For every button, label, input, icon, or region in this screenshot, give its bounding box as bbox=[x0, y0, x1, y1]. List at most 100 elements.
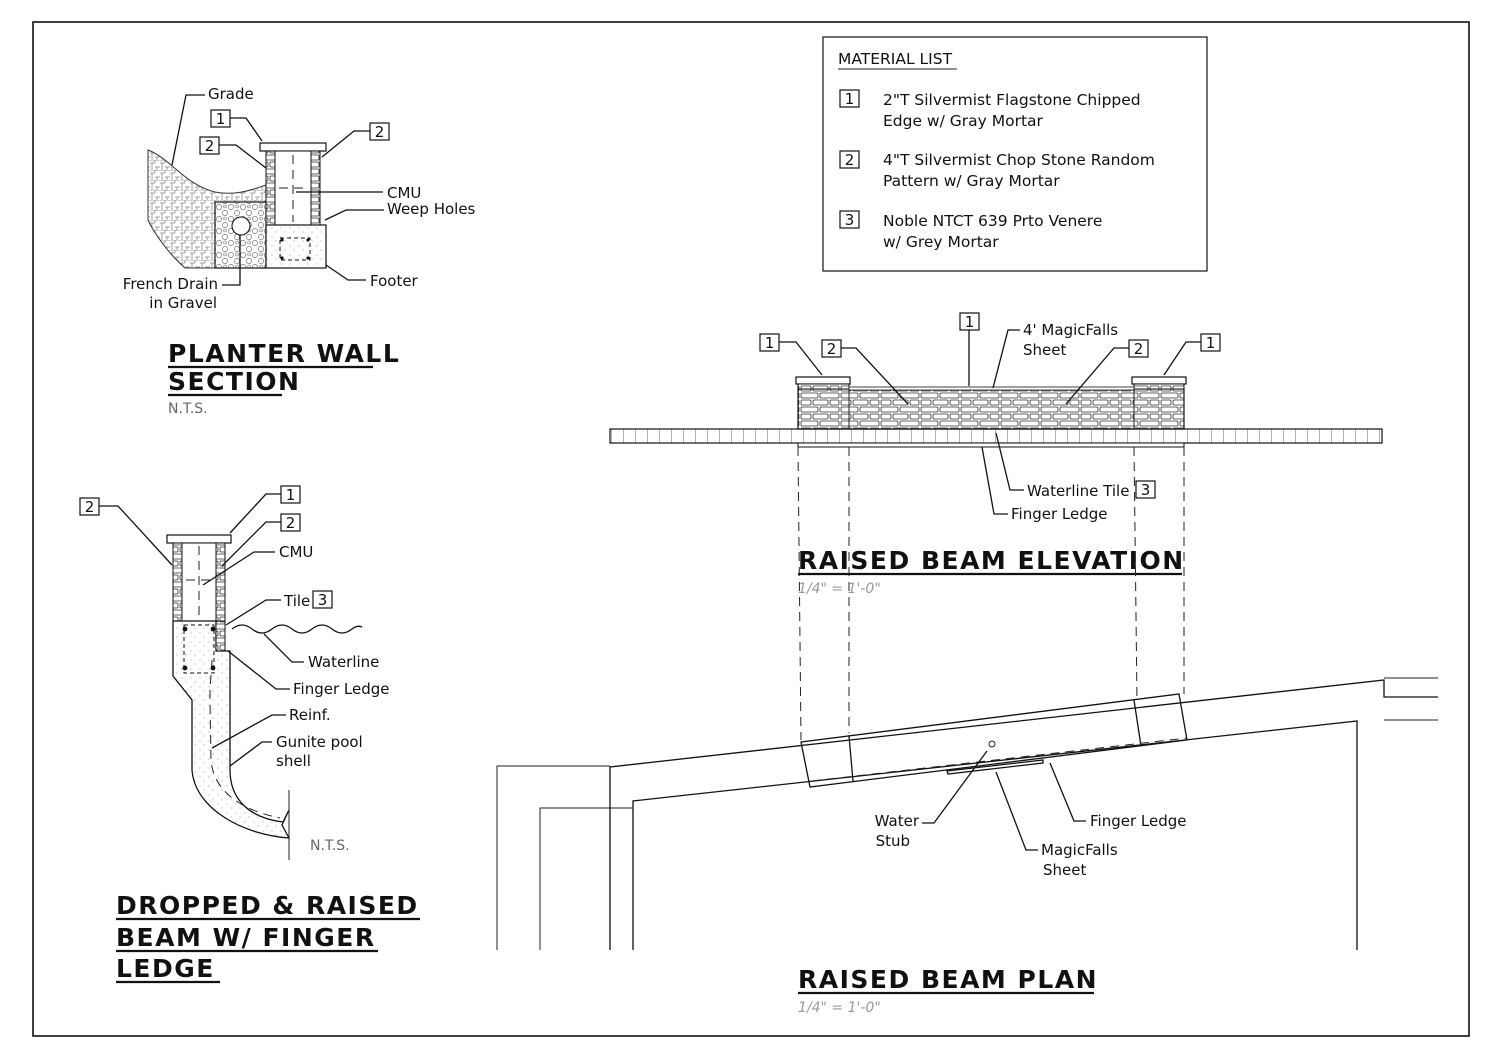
weep-holes-label: Weep Holes bbox=[387, 200, 476, 218]
magicfalls-label-1: 4' MagicFalls bbox=[1023, 321, 1118, 339]
plan-magicfalls-label-1: MagicFalls bbox=[1041, 841, 1118, 859]
finger-ledge-leader bbox=[981, 446, 1008, 515]
rebar-dot bbox=[210, 626, 216, 632]
magicfalls-leader bbox=[992, 329, 1020, 389]
finger-ledge-strip bbox=[797, 442, 1185, 448]
water-stub-dot bbox=[988, 740, 996, 748]
stone-left-leader bbox=[219, 144, 267, 169]
deck-line bbox=[539, 807, 633, 950]
rebar-dot bbox=[182, 626, 188, 632]
material-key: 2 bbox=[845, 151, 855, 169]
elevation-scale: 1/4" = 1'-0" bbox=[798, 581, 881, 597]
waterline-tile-label: Waterline Tile bbox=[1027, 482, 1129, 500]
plan-finger-ledge-label: Finger Ledge bbox=[1090, 812, 1187, 830]
footer-label: Footer bbox=[370, 272, 419, 290]
finger-ledge-label: Finger Ledge bbox=[1011, 505, 1108, 523]
material-item-1: 1 2"T Silvermist Flagstone Chipped Edge … bbox=[839, 89, 1141, 130]
planter-wall-title-1: PLANTER WALL bbox=[168, 339, 400, 368]
waterline-label: Waterline bbox=[308, 653, 379, 671]
planter-wall-title-2: SECTION bbox=[168, 367, 300, 396]
rebar-dot bbox=[182, 665, 188, 671]
key-number: 2 bbox=[286, 514, 296, 532]
projection-line bbox=[1133, 446, 1138, 701]
rebar-dot bbox=[280, 238, 284, 242]
gunite-label-2: shell bbox=[276, 752, 311, 770]
waterline-leader bbox=[263, 633, 304, 663]
footer-rebar-cage bbox=[279, 237, 311, 261]
water-stub-label-1: Water bbox=[875, 812, 920, 830]
beam-rebar-cage bbox=[183, 624, 215, 674]
finger-ledge-label: Finger Ledge bbox=[293, 680, 390, 698]
material-list-box bbox=[822, 36, 1208, 272]
sheet-border bbox=[32, 21, 1470, 1037]
key-number: 2 bbox=[205, 137, 215, 155]
right-cap-leader bbox=[1163, 341, 1201, 376]
planter-wall-stone-right bbox=[310, 150, 321, 226]
left-cap-leader bbox=[779, 341, 823, 376]
grade-leader bbox=[171, 94, 205, 166]
projection-line bbox=[797, 446, 802, 741]
tile-label: Tile bbox=[283, 592, 310, 610]
material-item-2: 2 4"T Silvermist Chop Stone Random Patte… bbox=[839, 150, 1155, 190]
key-number: 2 bbox=[375, 123, 385, 141]
reinf-leader bbox=[211, 714, 286, 749]
plan-finger-ledge-leader bbox=[1049, 762, 1086, 822]
key-number: 2 bbox=[827, 340, 837, 358]
key-number: 1 bbox=[286, 486, 296, 504]
material-line-2: Edge w/ Gray Mortar bbox=[883, 112, 1044, 130]
water-stub-leader bbox=[922, 750, 988, 824]
dropped-beam-title-2: BEAM W/ FINGER bbox=[116, 923, 376, 952]
reinf-dash bbox=[209, 659, 281, 819]
gunite-leader bbox=[229, 741, 272, 767]
beam-cap bbox=[166, 534, 232, 544]
beam-plan-pier bbox=[1133, 699, 1142, 747]
waterline-wave bbox=[231, 624, 363, 634]
material-line-2: Pattern w/ Gray Mortar bbox=[883, 172, 1060, 190]
planter-wall-cap bbox=[259, 142, 327, 152]
weep-holes-leader bbox=[324, 209, 384, 221]
finger-ledge-leader bbox=[227, 650, 290, 690]
left-stone-leader bbox=[841, 347, 909, 405]
cmu-label: CMU bbox=[387, 184, 421, 202]
gunite-label-1: Gunite pool bbox=[276, 733, 363, 751]
stone-right-leader bbox=[321, 130, 370, 158]
material-key: 1 bbox=[845, 90, 855, 108]
plan-magicfalls-leader bbox=[995, 771, 1038, 851]
planter-wall-section: Grade 1 2 2 CMU Weep Holes Footer French… bbox=[123, 85, 476, 417]
planter-wall-scale: N.T.S. bbox=[168, 401, 208, 417]
stone-left-leader bbox=[99, 505, 173, 566]
tile-leader bbox=[225, 599, 281, 626]
material-key-box bbox=[839, 150, 860, 169]
key-number: 1 bbox=[765, 334, 775, 352]
magicfalls-sheet-plan bbox=[946, 759, 1044, 775]
right-pier-cap bbox=[1131, 376, 1187, 385]
raised-beam-plan: Water Stub Finger Ledge MagicFalls Sheet… bbox=[496, 677, 1438, 1016]
pool-outer-edge bbox=[609, 679, 1438, 950]
french-drain-leader bbox=[222, 235, 241, 286]
pool-inner-edge bbox=[632, 720, 1358, 950]
dropped-beam-title-1: DROPPED & RAISED bbox=[116, 891, 419, 920]
material-line-1: Noble NTCT 639 Prto Venere bbox=[883, 212, 1102, 230]
key-number: 2 bbox=[1134, 340, 1144, 358]
plan-title: RAISED BEAM PLAN bbox=[798, 965, 1098, 994]
material-list-heading: MATERIAL LIST bbox=[838, 50, 953, 68]
footer-leader bbox=[325, 264, 366, 281]
rebar-dot bbox=[306, 256, 310, 260]
key-box-3 bbox=[1135, 480, 1156, 499]
waterline-tile-leader bbox=[995, 432, 1024, 491]
cap-leader bbox=[230, 117, 263, 142]
raised-beam-elevation: 1 2 1 4' MagicFalls Sheet 2 1 Waterline … bbox=[609, 312, 1383, 741]
key-number: 3 bbox=[318, 591, 328, 609]
reinf-label: Reinf. bbox=[289, 706, 331, 724]
waterline-tile-band bbox=[609, 428, 1383, 444]
material-line-1: 4"T Silvermist Chop Stone Random bbox=[883, 151, 1155, 169]
left-pier-top bbox=[797, 383, 850, 390]
deck-line bbox=[496, 765, 610, 950]
cmu-label: CMU bbox=[279, 543, 313, 561]
material-key-box bbox=[839, 89, 860, 108]
dropped-beam-scale: N.T.S. bbox=[310, 838, 350, 854]
magicfalls-label-2: Sheet bbox=[1023, 341, 1066, 359]
key-number: 1 bbox=[216, 110, 226, 128]
material-list: MATERIAL LIST 1 2"T Silvermist Flagstone… bbox=[822, 36, 1208, 272]
